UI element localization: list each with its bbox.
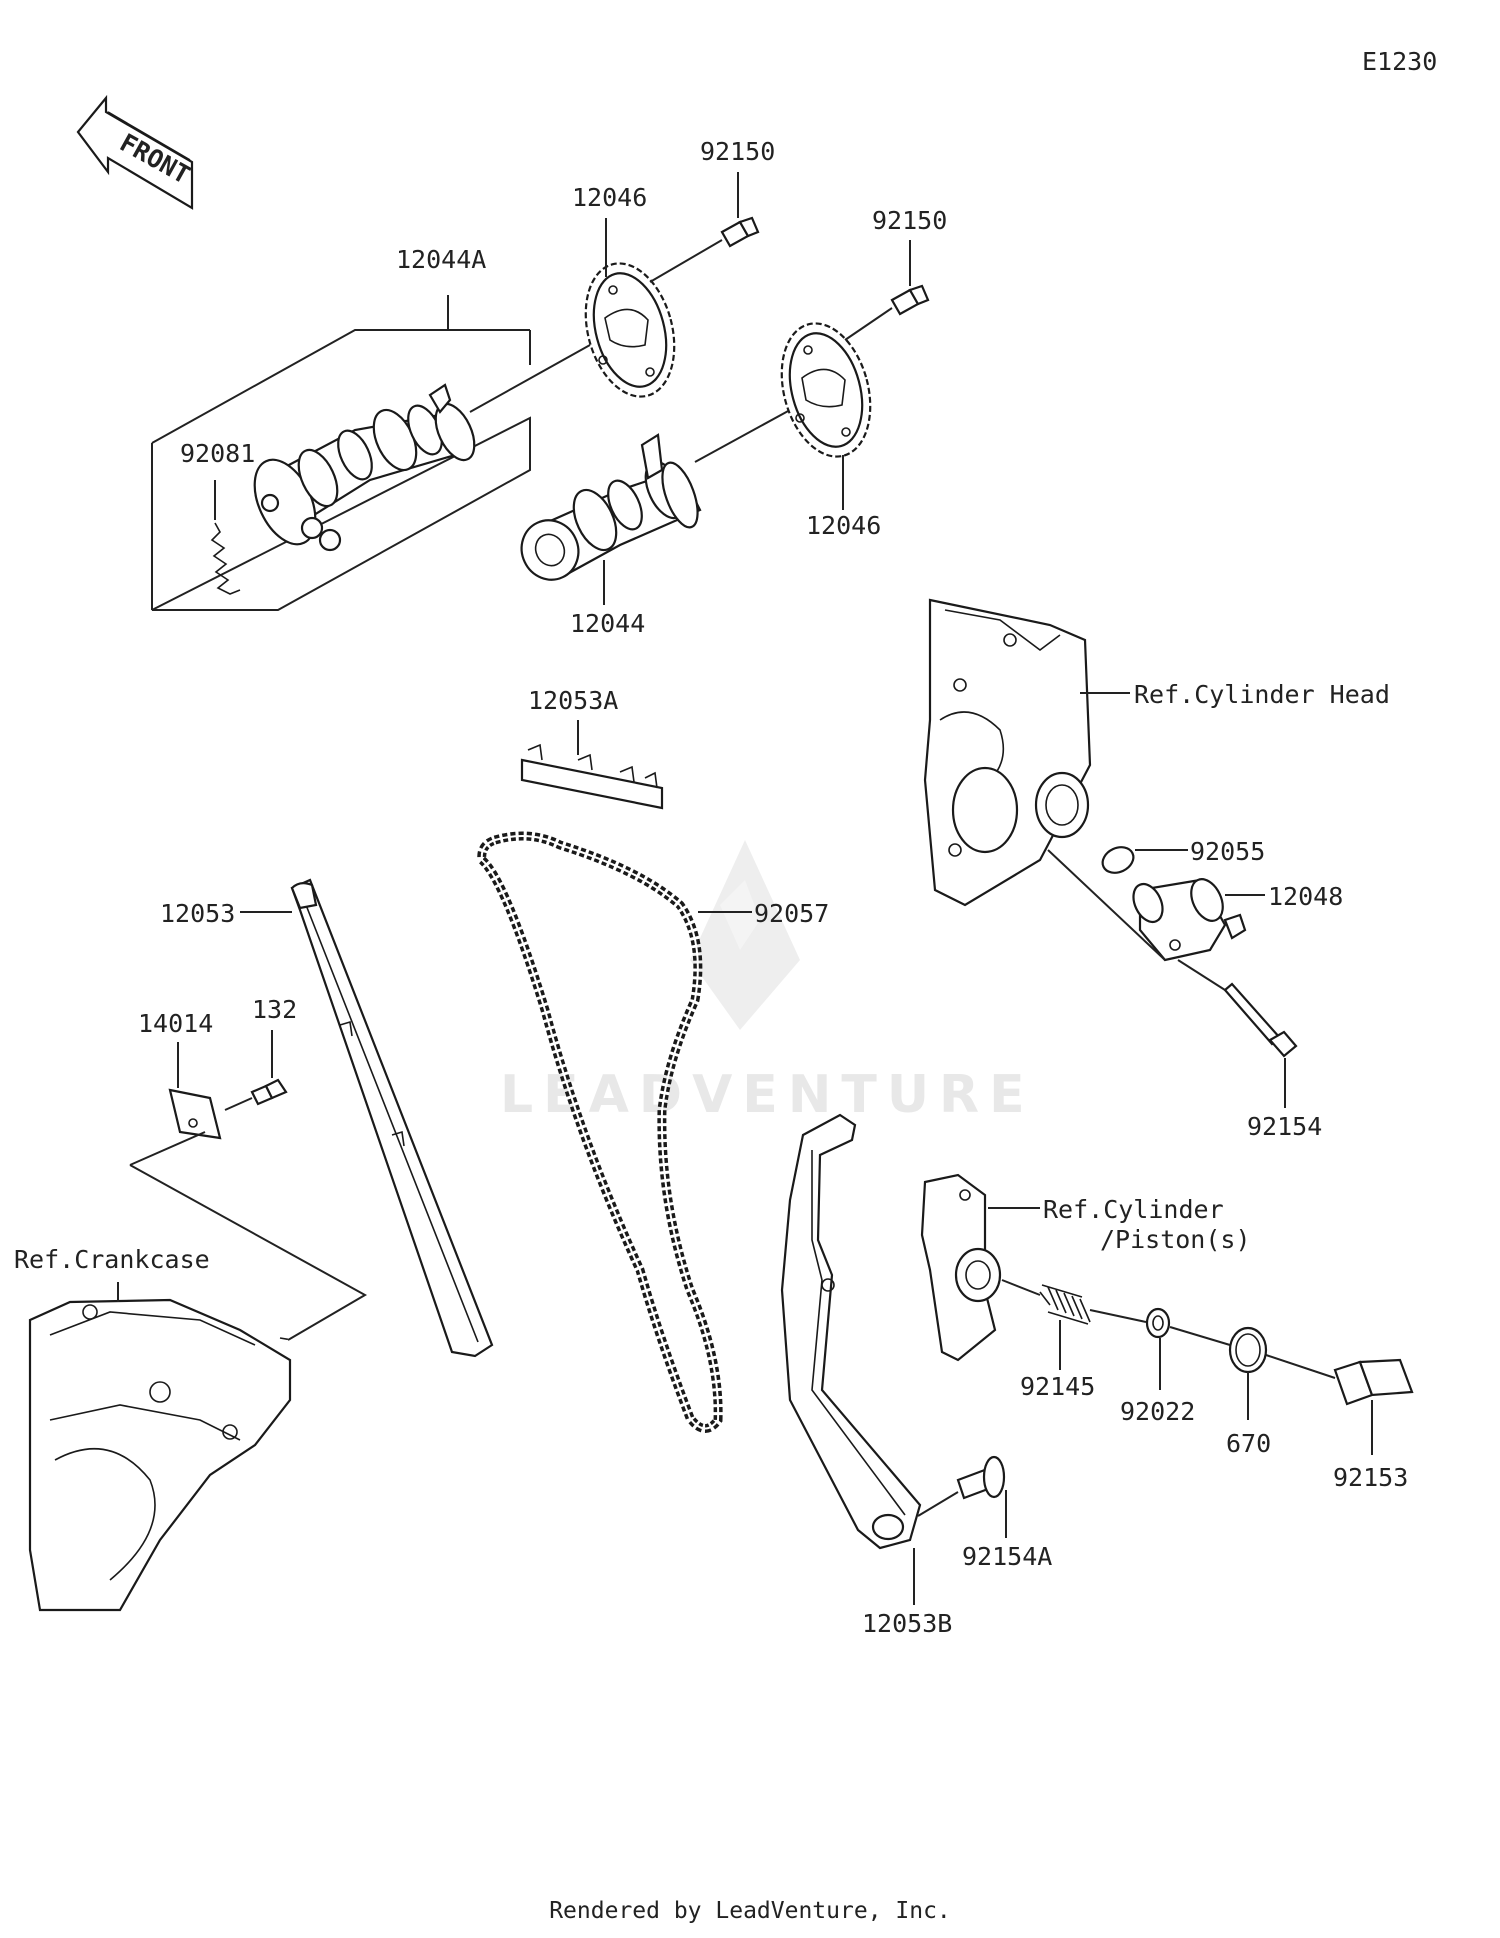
leader-bolt-right-to-sprocket	[844, 307, 893, 341]
sprocket-bolt-right	[890, 284, 930, 316]
cylinder-head-ref	[923, 598, 1092, 907]
crankcase-ref	[28, 1298, 293, 1612]
label-14014: 14014	[138, 1009, 213, 1038]
footer-credit: Rendered by LeadVenture, Inc.	[549, 1898, 951, 1924]
front-arrow-icon: FRONT	[76, 94, 195, 210]
cylinder-ref	[920, 1173, 1002, 1362]
label-12053: 12053	[160, 899, 235, 928]
label-670: 670	[1226, 1429, 1271, 1458]
chain-guide-top	[520, 743, 664, 810]
label-92150-top: 92150	[700, 137, 775, 166]
tensioner-plug	[1333, 1358, 1414, 1406]
label-92154A: 92154A	[962, 1542, 1052, 1571]
plate-bolt	[250, 1078, 288, 1106]
leader-washer-to-oring	[1169, 1326, 1231, 1346]
label-12044A: 12044A	[396, 245, 486, 274]
leader-bolt-to-plate	[224, 1097, 253, 1111]
leader-cam-intake-to-sprocket	[694, 409, 791, 463]
ref-cylinder-head: Ref.Cylinder Head	[1134, 680, 1390, 709]
camshaft-intake	[520, 433, 702, 581]
timing-chain	[477, 831, 723, 1433]
camshaft-with-decompressor	[253, 383, 476, 552]
leader-bolt-top-to-sprocket	[649, 239, 723, 283]
cam-sprocket-right	[780, 322, 872, 458]
leader-oring-to-plug	[1265, 1354, 1336, 1379]
sealing-washer	[1145, 1307, 1171, 1339]
label-132: 132	[252, 995, 297, 1024]
tensioner-spring	[1039, 1284, 1091, 1325]
label-92055: 92055	[1190, 837, 1265, 866]
leader-cam-to-sprocket	[469, 344, 591, 413]
o-ring-670	[1228, 1326, 1268, 1374]
label-92153: 92153	[1333, 1463, 1408, 1492]
leader-cyl-to-spring	[1001, 1279, 1041, 1296]
label-12046-right: 12046	[806, 511, 881, 540]
label-92154: 92154	[1247, 1112, 1322, 1141]
ref-crankcase: Ref.Crankcase	[14, 1245, 210, 1274]
cam-sprocket-top	[584, 262, 676, 398]
ref-piston: /Piston(s)	[1100, 1225, 1251, 1254]
chain-guide-rear	[290, 878, 494, 1358]
ref-cylinder: Ref.Cylinder	[1043, 1195, 1224, 1224]
decompressor-spring	[210, 522, 241, 595]
leader-bolt-to-tensioner	[1177, 959, 1226, 991]
diagram-id: E1230	[1362, 47, 1437, 76]
leader-plate-to-crankcase	[129, 1131, 368, 1341]
label-12044: 12044	[570, 609, 645, 638]
label-92057: 92057	[754, 899, 829, 928]
chain-tensioner	[1132, 878, 1247, 962]
leader-tensioner-axis	[1047, 849, 1166, 961]
label-12053B: 12053B	[862, 1609, 952, 1638]
label-92150-right: 92150	[872, 206, 947, 235]
tensioner-o-ring	[1101, 846, 1135, 874]
tensioner-bolt	[1223, 982, 1298, 1058]
leader-spring-to-washer	[1089, 1309, 1147, 1323]
watermark: LEADVENTURE	[500, 840, 1035, 1125]
guide-pivot-bolt	[956, 1455, 1006, 1500]
sprocket-bolt-top	[720, 216, 760, 248]
label-92022: 92022	[1120, 1397, 1195, 1426]
leader-bolt-to-guide	[917, 1491, 959, 1517]
watermark-text: LEADVENTURE	[500, 1065, 1035, 1125]
label-12053A: 12053A	[528, 686, 618, 715]
label-92081: 92081	[180, 439, 255, 468]
label-12048: 12048	[1268, 882, 1343, 911]
label-12046-top: 12046	[572, 183, 647, 212]
camshaft-assembly-bracket	[151, 295, 531, 611]
label-92145: 92145	[1020, 1372, 1095, 1401]
chain-tensioner-guide	[780, 1113, 922, 1550]
guide-plate	[168, 1088, 222, 1140]
